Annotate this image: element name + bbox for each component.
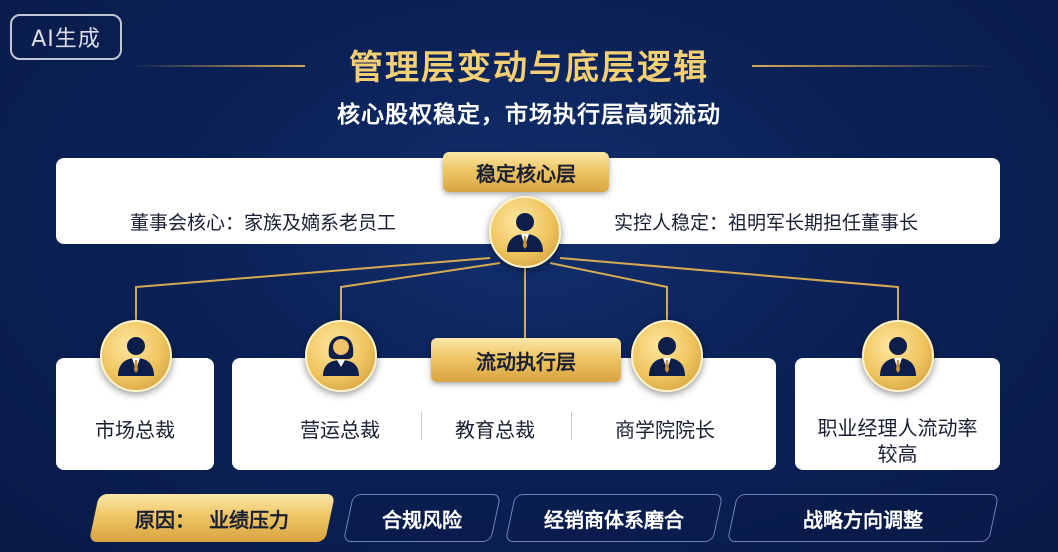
- reason-lead: 原因： 业绩压力: [94, 494, 330, 542]
- male-person-icon: [649, 337, 685, 376]
- role-business-school-dean: 商学院院长: [615, 418, 715, 442]
- controller-stable-text: 实控人稳定：祖明军长期担任董事长: [614, 212, 919, 234]
- male-person-icon: [507, 213, 543, 252]
- page-title: 管理层变动与底层逻辑: [349, 48, 709, 88]
- professional-manager-avatar-icon: [862, 320, 934, 392]
- title-right-line: [752, 65, 997, 67]
- flow-execution-tag: 流动执行层: [431, 338, 621, 382]
- female-person-icon: [323, 336, 359, 376]
- title-left-line: [130, 65, 305, 67]
- board-core-text: 董事会核心：家族及嫡系老员工: [130, 212, 397, 234]
- role-market-president: 市场总裁: [95, 418, 175, 442]
- male-person-icon: [118, 337, 154, 376]
- chairman-avatar-icon: [489, 196, 561, 268]
- reason-item-dealer: 经销商体系磨合: [544, 507, 684, 532]
- role-education-president: 教育总裁: [455, 418, 535, 442]
- role-divider: [421, 412, 422, 440]
- role-divider: [571, 412, 572, 440]
- turnover-note-line2: 较高: [877, 442, 918, 466]
- turnover-note-line1: 职业经理人流动率: [817, 416, 978, 440]
- page-subtitle: 核心股权稳定，市场执行层高频流动: [337, 102, 721, 128]
- role-operations-president: 营运总裁: [300, 418, 380, 442]
- operations-president-avatar-icon: [305, 320, 377, 392]
- reason-item-performance: 业绩压力: [209, 507, 289, 532]
- reason-lead-label: 原因：: [135, 507, 195, 532]
- male-person-icon: [880, 337, 916, 376]
- business-school-dean-avatar-icon: [631, 320, 703, 392]
- reason-item-strategy: 战略方向调整: [803, 507, 923, 532]
- ai-generated-badge: AI生成: [10, 14, 122, 60]
- reason-item-compliance: 合规风险: [382, 507, 462, 532]
- stable-core-tag: 稳定核心层: [443, 152, 609, 192]
- market-president-avatar-icon: [100, 320, 172, 392]
